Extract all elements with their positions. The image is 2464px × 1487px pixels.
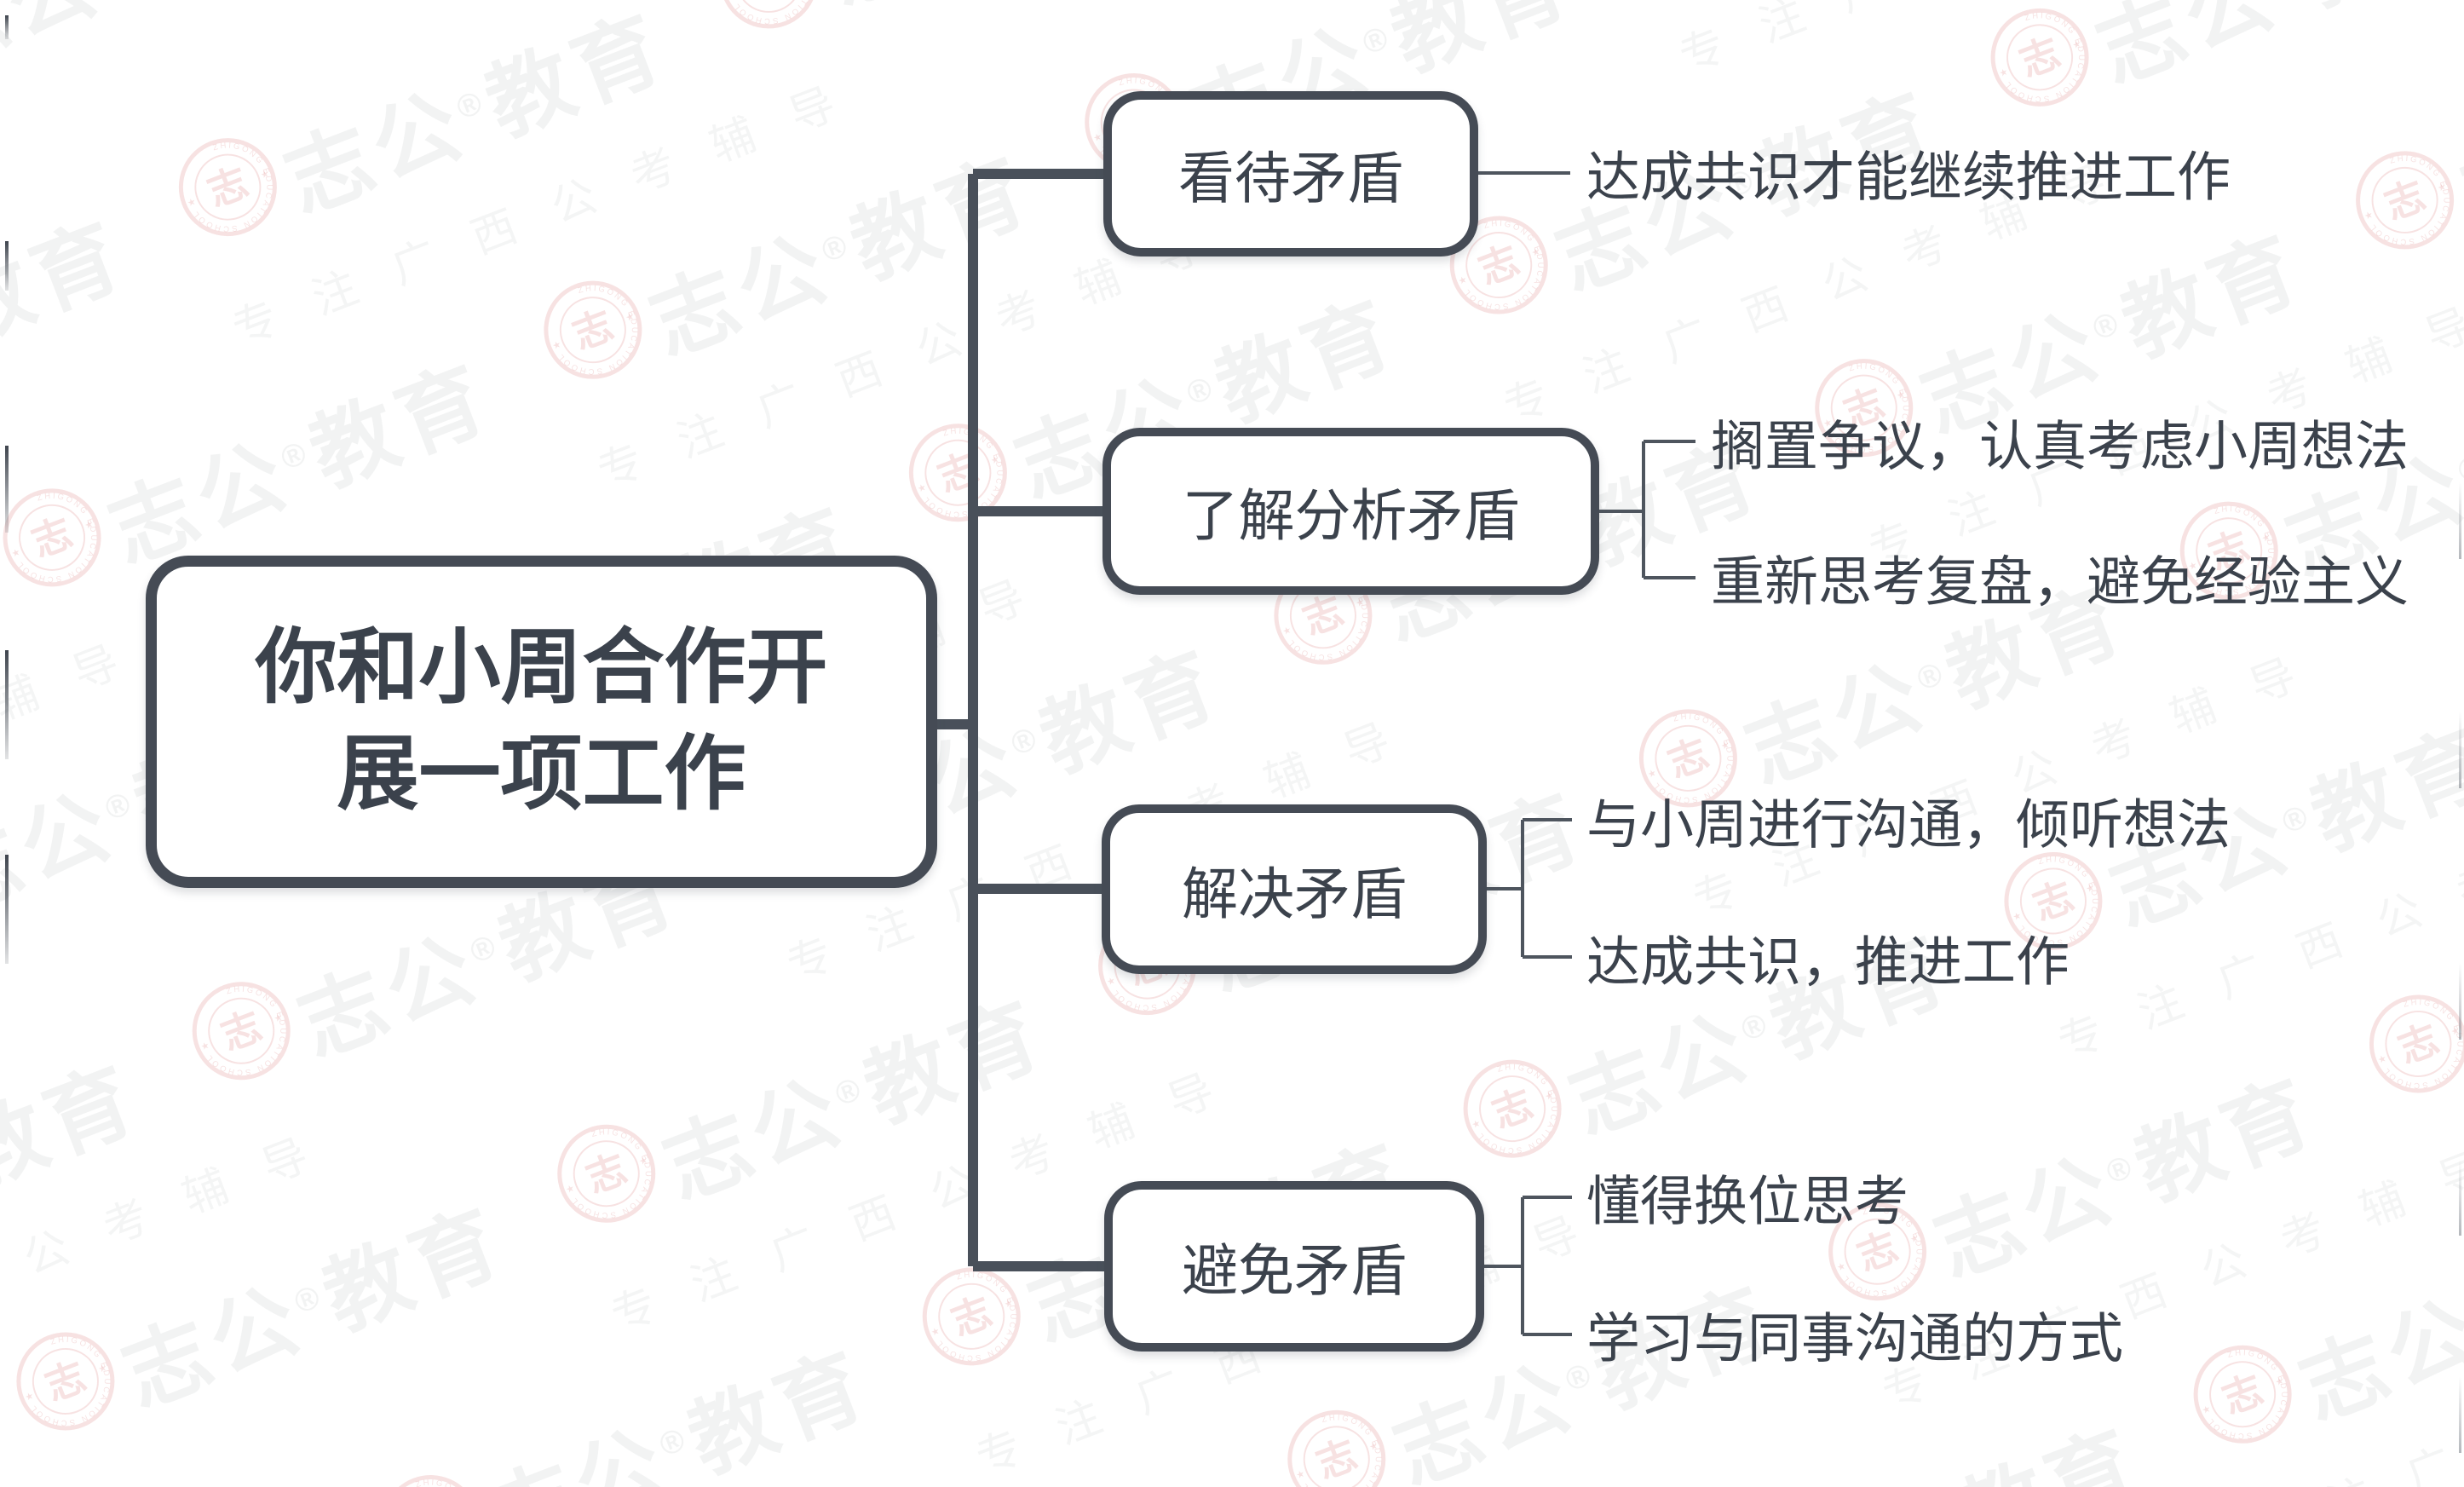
- branch-node-label: 避免矛盾: [1182, 1239, 1407, 1302]
- leaf-label[interactable]: 达成共识，推进工作: [1586, 932, 2070, 993]
- leaf-label[interactable]: 达成共识才能继续推进工作: [1586, 147, 2231, 208]
- crop-artifact-right: [2459, 482, 2461, 559]
- leaf-label[interactable]: 与小周进行沟通，倾听想法: [1586, 795, 2231, 856]
- root-node[interactable]: 你和小周合作开展一项工作: [146, 556, 937, 888]
- leaf-label[interactable]: 学习与同事沟通的方式: [1586, 1309, 2123, 1369]
- branch-node-label: 看待矛盾: [1178, 147, 1403, 210]
- crop-artifact-right: [2459, 963, 2461, 1040]
- root-node-label: 你和小周合作开展一项工作: [255, 622, 828, 820]
- leaf-label[interactable]: 搁置争议，认真考虑小周想法: [1711, 417, 2409, 477]
- crop-artifact-left: [5, 241, 9, 291]
- branch-node-understand-analyze-conflict[interactable]: 了解分析矛盾: [1102, 428, 1599, 595]
- crop-artifact-left: [5, 446, 9, 533]
- leaf-label[interactable]: 重新思考复盘，避免经验主义: [1711, 552, 2409, 613]
- crop-artifact-left: [5, 855, 9, 964]
- trunk-and-branch-connectors: [937, 169, 1109, 1271]
- leaf-label[interactable]: 懂得换位思考: [1586, 1172, 1908, 1232]
- crop-artifact-right: [2459, 1159, 2461, 1236]
- crop-artifact-right: [2459, 712, 2461, 788]
- crop-artifact-right: [2459, 1376, 2461, 1453]
- branch-node-view-conflict[interactable]: 看待矛盾: [1103, 91, 1478, 256]
- branch-node-label: 解决矛盾: [1182, 862, 1407, 925]
- crop-artifact-left: [5, 650, 9, 759]
- branch-node-avoid-conflict[interactable]: 避免矛盾: [1104, 1181, 1484, 1352]
- leaf-connectors: [1478, 171, 1695, 1336]
- crop-artifact-left: [5, 15, 9, 39]
- branch-node-label: 了解分析矛盾: [1182, 484, 1520, 547]
- branch-node-resolve-conflict[interactable]: 解决矛盾: [1102, 804, 1487, 974]
